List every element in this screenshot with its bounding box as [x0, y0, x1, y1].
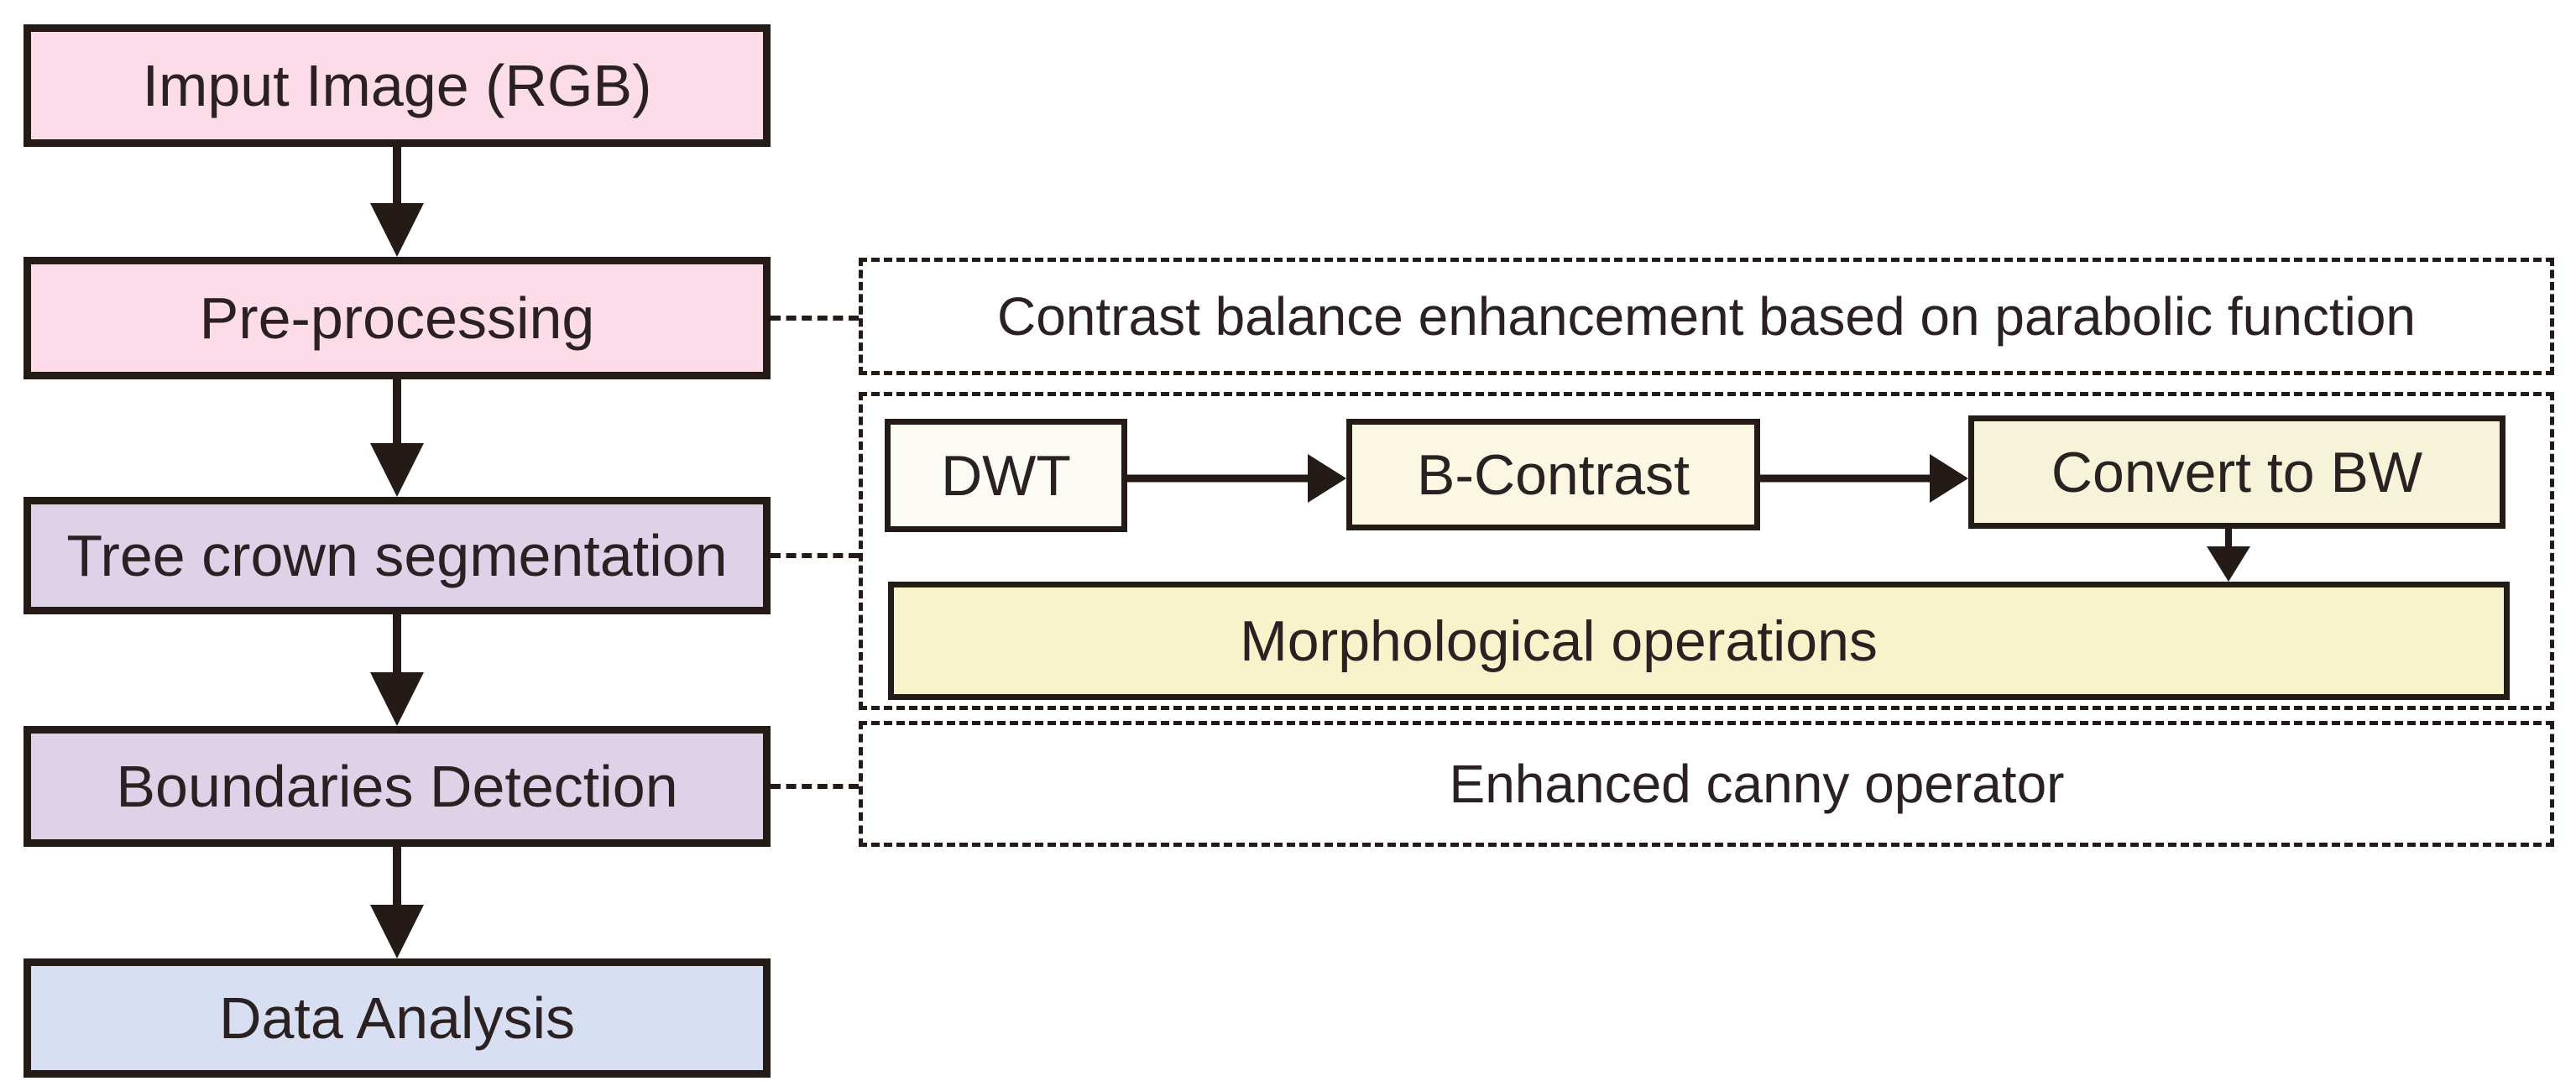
- detail-box-segmentation-pipeline: DWT B-Contrast Convert to BW Mor: [859, 392, 2554, 710]
- flow-box-tree-crown-segmentation-label: Tree crown segmentation: [66, 523, 728, 588]
- arrow-shaft: [393, 147, 401, 208]
- canny-operator-label: Enhanced canny operator: [1449, 754, 2065, 814]
- arrow-right-icon: [1127, 453, 1346, 504]
- arrow-shaft: [1760, 474, 1933, 483]
- step-box-dwt: DWT: [885, 419, 1127, 532]
- flow-box-boundaries-detection-label: Boundaries Detection: [116, 754, 678, 819]
- arrow-head: [2207, 546, 2250, 582]
- dashed-connector-segmentation: [771, 553, 859, 558]
- arrow-head: [370, 443, 424, 497]
- segmentation-pipeline-contents: DWT B-Contrast Convert to BW Mor: [863, 396, 2550, 706]
- step-box-morphological-operations-label: Morphological operations: [1240, 608, 1878, 673]
- detail-box-contrast-enhancement: Contrast balance enhancement based on pa…: [859, 258, 2554, 375]
- arrow-head: [1930, 454, 1968, 503]
- step-box-convert-to-bw-label: Convert to BW: [2051, 440, 2423, 504]
- arrow-shaft: [393, 847, 401, 910]
- arrow-down-icon: [370, 614, 424, 726]
- contrast-enhancement-label: Contrast balance enhancement based on pa…: [996, 286, 2417, 347]
- flow-box-data-analysis: Data Analysis: [24, 958, 771, 1078]
- arrow-shaft: [393, 379, 401, 448]
- flow-box-tree-crown-segmentation: Tree crown segmentation: [24, 497, 771, 614]
- detail-box-canny-operator: Enhanced canny operator: [859, 721, 2554, 847]
- arrow-down-icon: [370, 847, 424, 958]
- flow-box-input-image: Imput Image (RGB): [24, 24, 771, 147]
- flow-box-pre-processing-label: Pre-processing: [199, 285, 595, 351]
- arrow-head: [370, 203, 424, 257]
- flow-box-input-image-label: Imput Image (RGB): [142, 53, 652, 118]
- step-box-b-contrast: B-Contrast: [1346, 419, 1760, 530]
- dashed-connector-pre-processing: [771, 316, 859, 321]
- arrow-shaft: [1127, 474, 1311, 483]
- arrow-head: [370, 672, 424, 726]
- step-box-dwt-label: DWT: [941, 443, 1071, 508]
- step-box-b-contrast-label: B-Contrast: [1417, 442, 1690, 507]
- arrow-right-icon: [1760, 453, 1968, 504]
- flow-box-pre-processing: Pre-processing: [24, 257, 771, 379]
- dashed-connector-boundaries: [771, 784, 859, 789]
- arrow-shaft: [393, 614, 401, 677]
- flow-box-boundaries-detection: Boundaries Detection: [24, 726, 771, 847]
- arrow-down-icon: [370, 379, 424, 497]
- arrow-head: [370, 905, 424, 958]
- arrow-head: [1308, 454, 1346, 503]
- flow-box-data-analysis-label: Data Analysis: [218, 985, 576, 1051]
- step-box-convert-to-bw: Convert to BW: [1968, 415, 2505, 529]
- arrow-down-icon: [2207, 529, 2250, 582]
- arrow-down-icon: [370, 147, 424, 257]
- arrow-shaft: [2225, 529, 2232, 548]
- step-box-morphological-operations: Morphological operations: [888, 582, 2510, 700]
